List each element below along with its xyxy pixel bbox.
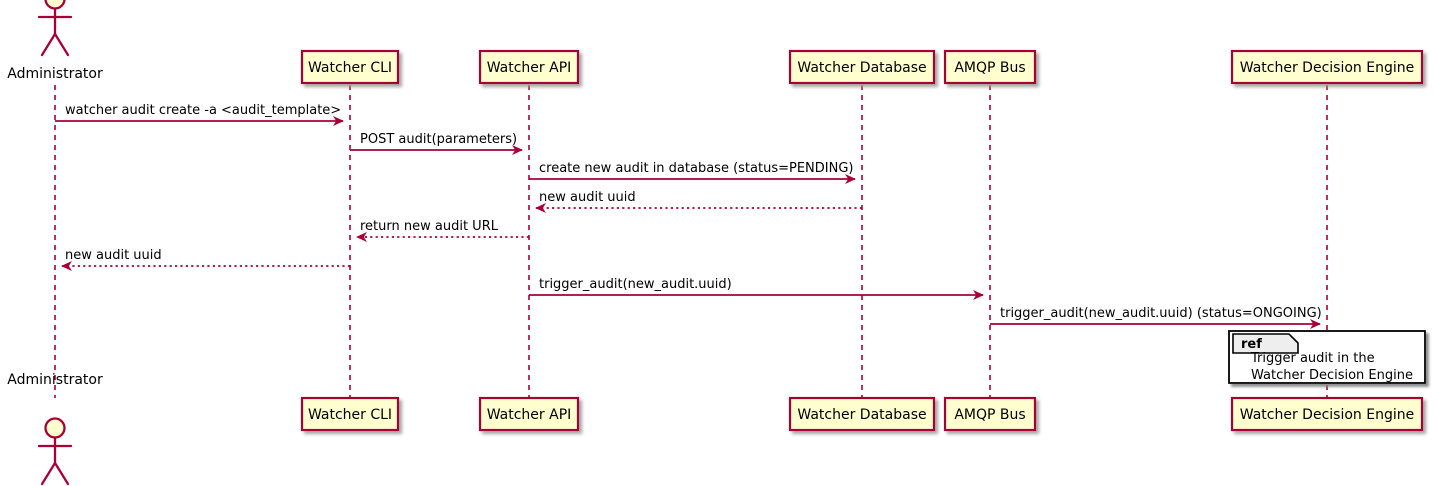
- participant-watcher-decision-engine-footer[interactable]: Watcher Decision Engine: [1230, 396, 1424, 432]
- participant-watcher-api-header[interactable]: Watcher API: [478, 49, 580, 85]
- participant-box-watcher-cli[interactable]: [300, 49, 400, 85]
- participant-label-watcher-decision-engine: Watcher Decision Engine: [1240, 407, 1414, 423]
- participant-label-watcher-cli: Watcher CLI: [308, 407, 392, 423]
- participant-label-watcher-decision-engine: Watcher Decision Engine: [1240, 60, 1414, 76]
- message-msg-5: return new audit URL: [356, 219, 529, 242]
- participant-box-watcher-database[interactable]: [788, 396, 936, 432]
- ref-tag-label: ref: [1241, 337, 1262, 352]
- participant-headers: Administrator Watcher CLI Watcher API Watch…: [7, 0, 1424, 85]
- message-label: return new audit URL: [360, 219, 499, 234]
- participant-watcher-cli-header[interactable]: Watcher CLI: [300, 49, 400, 85]
- participant-label-watcher-cli: Watcher CLI: [308, 60, 392, 76]
- ref-body-line-1: Watcher Decision Engine: [1251, 368, 1413, 383]
- actor-leg-left: [40, 32, 57, 57]
- message-label: watcher audit create -a <audit_template>: [65, 103, 341, 118]
- participant-label-administrator: Administrator: [7, 372, 103, 388]
- message-msg-7: trigger_audit(new_audit.uuid): [529, 277, 984, 300]
- message-msg-1: watcher audit create -a <audit_template>: [55, 103, 344, 126]
- participant-box-watcher-decision-engine[interactable]: [1230, 396, 1424, 432]
- messages-group: watcher audit create -a <audit_template>…: [55, 103, 1322, 329]
- participant-box-watcher-database[interactable]: [788, 49, 936, 85]
- actor-leg-left: [40, 461, 57, 486]
- message-label: POST audit(parameters): [360, 132, 517, 147]
- participant-administrator-footer[interactable]: Administrator: [7, 372, 103, 486]
- participant-amqp-bus-header[interactable]: AMQP Bus: [943, 49, 1037, 85]
- ref-tag-shape: [1232, 333, 1299, 354]
- participant-label-watcher-database: Watcher Database: [797, 407, 926, 423]
- message-msg-6: new audit uuid: [61, 248, 350, 271]
- actor-head: [44, 0, 66, 10]
- participant-watcher-database-footer[interactable]: Watcher Database: [788, 396, 936, 432]
- participant-box-watcher-cli[interactable]: [300, 396, 400, 432]
- participant-label-watcher-database: Watcher Database: [797, 60, 926, 76]
- participant-administrator-header[interactable]: Administrator: [7, 0, 103, 82]
- message-msg-2: POST audit(parameters): [350, 132, 523, 155]
- message-label: new audit uuid: [539, 190, 636, 205]
- participant-watcher-cli-footer[interactable]: Watcher CLI: [300, 396, 400, 432]
- participant-box-watcher-decision-engine[interactable]: [1230, 49, 1424, 85]
- message-msg-4: new audit uuid: [535, 190, 862, 213]
- participant-box-watcher-api[interactable]: [478, 396, 580, 432]
- participant-box-amqp-bus[interactable]: [943, 396, 1037, 432]
- participant-watcher-api-footer[interactable]: Watcher API: [478, 396, 580, 432]
- actor-figure-administrator: [37, 417, 73, 486]
- message-label: trigger_audit(new_audit.uuid) (status=ON…: [1000, 306, 1322, 321]
- participant-amqp-bus-footer[interactable]: AMQP Bus: [943, 396, 1037, 432]
- message-msg-8: trigger_audit(new_audit.uuid) (status=ON…: [990, 306, 1322, 329]
- actor-head: [44, 417, 66, 439]
- ref-body-line-0: Trigger audit in the: [1250, 351, 1375, 366]
- participant-box-amqp-bus[interactable]: [943, 49, 1037, 85]
- participant-watcher-decision-engine-header[interactable]: Watcher Decision Engine: [1230, 49, 1424, 85]
- participant-label-watcher-api: Watcher API: [487, 60, 572, 76]
- actor-leg-right: [53, 32, 70, 57]
- message-label: trigger_audit(new_audit.uuid): [539, 277, 732, 292]
- participant-watcher-database-header[interactable]: Watcher Database: [788, 49, 936, 85]
- participant-label-administrator: Administrator: [7, 66, 103, 82]
- actor-figure-administrator: [37, 0, 73, 57]
- lifelines-group: [54, 85, 1328, 398]
- message-msg-3: create new audit in database (status=PEN…: [529, 161, 856, 184]
- participant-label-watcher-api: Watcher API: [487, 407, 572, 423]
- actor-leg-right: [53, 461, 70, 486]
- participant-box-watcher-api[interactable]: [478, 49, 580, 85]
- message-label: new audit uuid: [65, 248, 162, 263]
- participant-label-amqp-bus: AMQP Bus: [954, 60, 1025, 76]
- message-label: create new audit in database (status=PEN…: [539, 161, 854, 176]
- participant-label-amqp-bus: AMQP Bus: [954, 407, 1025, 423]
